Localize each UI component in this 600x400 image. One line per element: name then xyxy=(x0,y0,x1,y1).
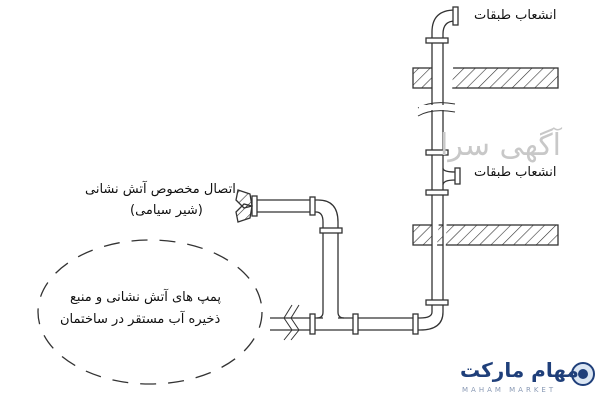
break-mark-horizontal xyxy=(283,304,300,341)
label-siamese-line2: (شیر سیامی) xyxy=(130,203,203,218)
pump-room-boundary xyxy=(37,239,263,385)
label-branch-middle: انشعاب طبقات xyxy=(474,165,557,180)
flanges xyxy=(251,6,461,335)
logo-name-en: MAHAM MARKET xyxy=(462,386,557,394)
riser-pipe xyxy=(419,9,456,331)
label-pump-line1: پمپ های آتش نشانی و منبع xyxy=(70,290,221,305)
label-siamese-line1: اتصال مخصوص آتش نشانی xyxy=(85,182,236,197)
siamese-valve-icon xyxy=(235,189,253,223)
label-branch-top: انشعاب طبقات xyxy=(474,8,557,23)
logo-name-fa: مهام مارکت xyxy=(460,358,579,382)
siamese-branch-pipe xyxy=(255,199,345,319)
label-pump-line2: ذخیره آب مستقر در ساختمان xyxy=(60,312,221,327)
floor-slab-bottom xyxy=(412,224,559,246)
watermark: آگهی سرا xyxy=(440,128,562,163)
